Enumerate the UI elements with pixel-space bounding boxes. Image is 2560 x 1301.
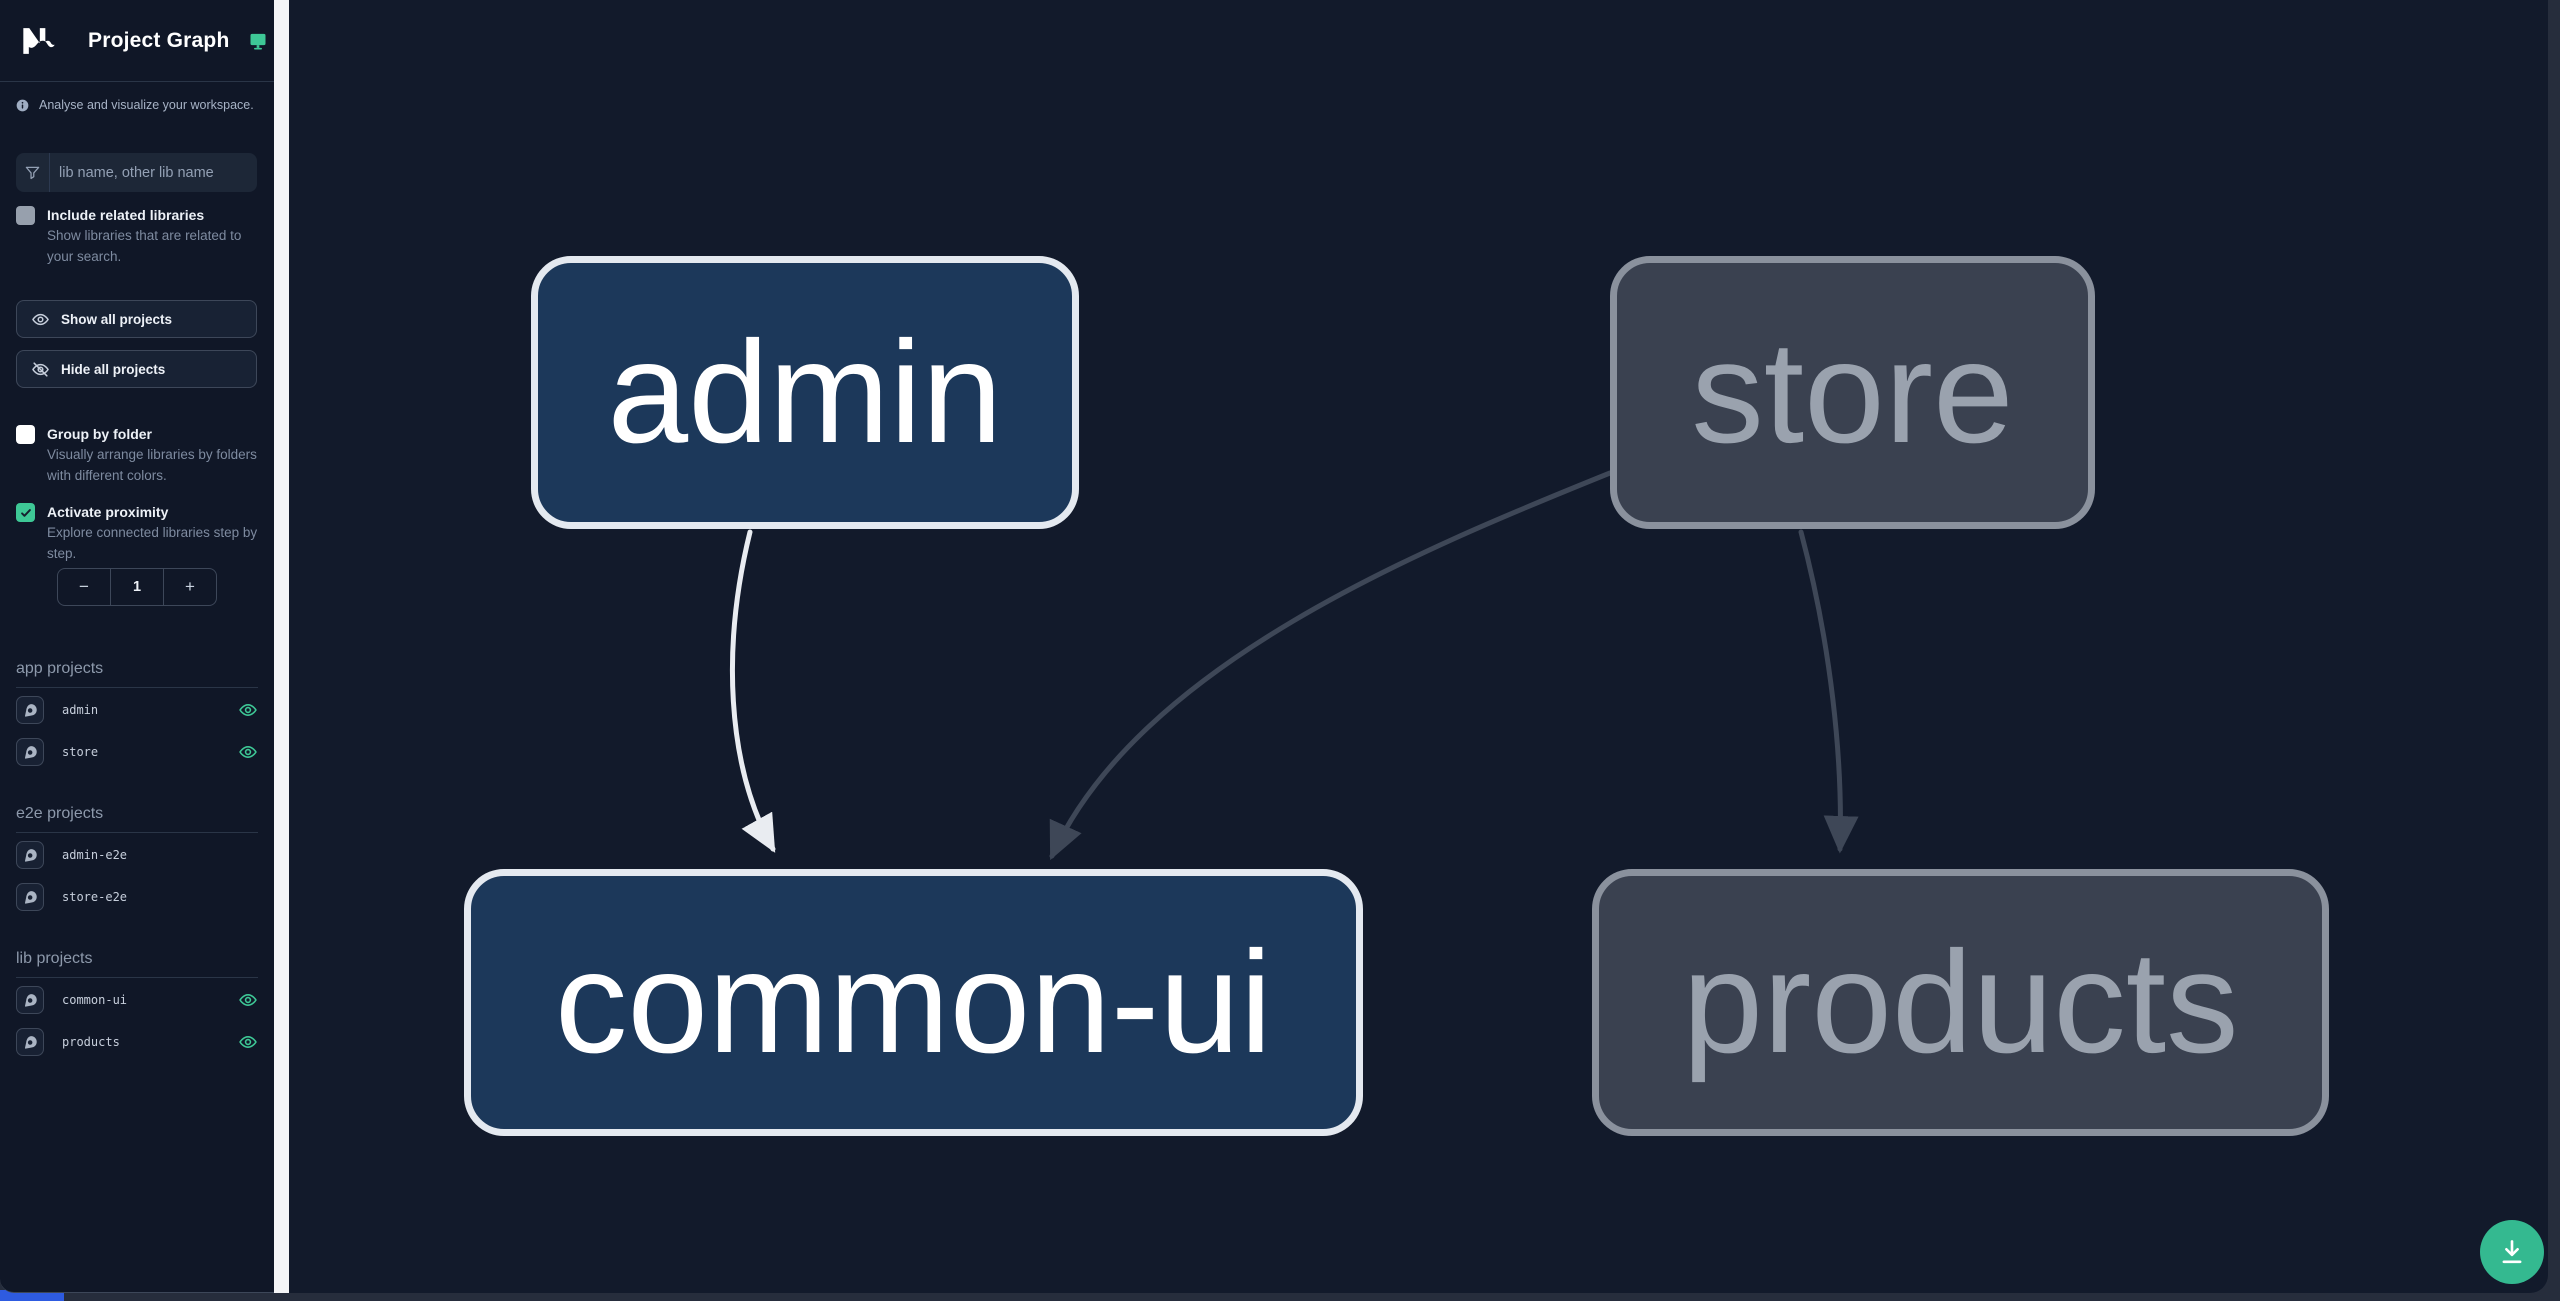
edge-admin-common-ui [729,529,776,853]
show-all-projects-button[interactable]: Show all projects [16,300,257,338]
checkbox-include-related[interactable] [16,206,35,225]
project-sections: app projects admin store e2e projects admin-… [16,660,258,1095]
edge-store-common-ui [1049,470,1613,861]
project-row-admin: admin [16,690,258,730]
project-name: admin-e2e [62,848,128,862]
graph-node-admin[interactable]: admin [531,256,1079,529]
focus-project-button[interactable] [16,1028,44,1056]
project-name: store-e2e [62,890,128,904]
project-row-store: store [16,732,258,772]
project-row-store-e2e: store-e2e [16,877,258,917]
project-name: products [62,1035,120,1049]
toggle-project-visibility-button[interactable] [238,1032,258,1052]
download-icon [2497,1237,2527,1267]
focus-project-button[interactable] [16,883,44,911]
node-label: common-ui [554,921,1273,1083]
section-title: e2e projects [16,805,258,833]
option-description: Explore connected libraries step by step… [47,525,258,561]
project-section-lib: lib projects common-ui products [16,950,258,1062]
option-description: Show libraries that are related to your … [47,228,242,264]
option-description: Visually arrange libraries by folders wi… [47,447,257,483]
app-title: Project Graph [88,28,230,52]
graph-node-store[interactable]: store [1610,256,2095,529]
info-icon [16,99,29,112]
project-row-admin-e2e: admin-e2e [16,835,258,875]
funnel-icon [16,153,50,192]
focus-pin-icon [22,1034,39,1051]
section-title: app projects [16,660,258,688]
checkbox-group-by-folder[interactable] [16,425,35,444]
eye-icon [31,310,50,329]
proximity-depth-stepper: − 1 + [57,568,217,606]
eye-icon [238,990,258,1010]
focus-pin-icon [22,702,39,719]
project-section-e2e: e2e projects admin-e2e store-e2e [16,805,258,917]
option-label: Activate proximity [47,504,169,520]
eye-off-icon [31,360,50,379]
project-name: common-ui [62,993,128,1007]
node-label: products [1682,921,2239,1083]
filter-input[interactable] [50,164,257,181]
eye-icon [238,700,258,720]
decrement-button[interactable]: − [58,569,110,605]
sidebar-resizer[interactable] [274,0,289,1293]
download-graph-button[interactable] [2480,1220,2544,1284]
checkbox-activate-proximity[interactable] [16,503,35,522]
project-filter [16,153,257,192]
scrollbar-track-right [2548,0,2560,1301]
hide-all-projects-button[interactable]: Hide all projects [16,350,257,388]
project-section-app: app projects admin store [16,660,258,772]
scrollbar-track-bottom [0,1293,2560,1301]
project-row-common-ui: common-ui [16,980,258,1020]
focus-project-button[interactable] [16,986,44,1014]
monitor-icon[interactable] [248,31,268,51]
toggle-project-visibility-button[interactable] [238,742,258,762]
button-label: Show all projects [61,311,173,327]
workspace-hint-text: Analyse and visualize your workspace. [39,98,254,112]
section-title: lib projects [16,950,258,978]
node-label: admin [607,311,1003,473]
sidebar-header: Project Graph [0,0,274,82]
graph-node-products[interactable]: products [1592,869,2329,1136]
eye-icon [238,742,258,762]
focus-project-button[interactable] [16,696,44,724]
option-label: Group by folder [47,426,152,442]
nx-logo-icon [16,19,60,63]
bottom-left-accent-strip [0,1290,64,1301]
node-label: store [1691,311,2014,473]
graph-canvas[interactable]: admin store common-ui products [289,0,2548,1293]
edge-store-products [1798,529,1859,854]
focus-pin-icon [22,992,39,1009]
focus-project-button[interactable] [16,841,44,869]
toggle-project-visibility-button[interactable] [238,700,258,720]
focus-pin-icon [22,744,39,761]
eye-icon [238,1032,258,1052]
focus-pin-icon [22,847,39,864]
depth-value: 1 [110,569,164,605]
sidebar: Project Graph Analyse and visualize your… [0,0,274,1293]
graph-edges [729,470,1859,861]
focus-project-button[interactable] [16,738,44,766]
option-label: Include related libraries [47,207,205,223]
button-label: Hide all projects [61,361,166,377]
toggle-project-visibility-button[interactable] [238,990,258,1010]
graph-node-common-ui[interactable]: common-ui [464,869,1363,1136]
workspace-hint: Analyse and visualize your workspace. [16,98,262,112]
project-name: admin [62,703,99,717]
project-name: store [62,745,99,759]
increment-button[interactable]: + [164,569,216,605]
project-row-products: products [16,1022,258,1062]
focus-pin-icon [22,889,39,906]
